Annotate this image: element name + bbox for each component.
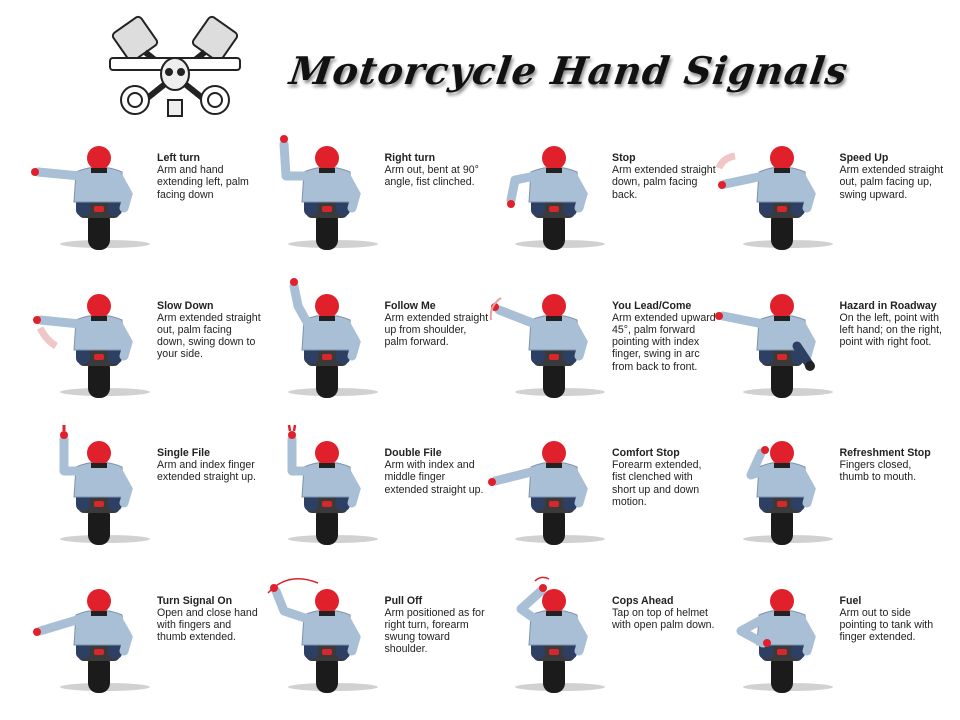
signal-description: Arm out to side pointing to tank with fi…	[839, 606, 934, 644]
signal-description: Arm out, bent at 90° angle, fist clinche…	[384, 164, 479, 189]
signal-description: Tap on top of helmet with open palm down…	[612, 606, 715, 631]
signal-name: Cops Ahead	[612, 594, 674, 607]
rider-left-out-icon	[30, 128, 160, 252]
signal-description: Arm and index finger extended straight u…	[157, 459, 256, 484]
signal-description: Arm extended straight down, palm facing …	[612, 164, 716, 201]
rider-left-out-low-open-icon	[30, 571, 160, 695]
rider-left-up-two-icon	[258, 423, 388, 547]
rider-hand-helmet-icon	[485, 571, 615, 695]
signal-description: Fingers closed, thumb to mouth.	[839, 459, 917, 484]
signal-description: Arm extended straight out, palm facing u…	[839, 164, 944, 201]
signal-description: Arm extended upward 45°, palm forward po…	[612, 311, 716, 373]
signal-description: Open and close hand with fingers and thu…	[157, 606, 258, 644]
page-title: Motorcycle Hand Signals	[286, 48, 852, 93]
signal-name: Pull Off	[384, 594, 423, 607]
signal-description: Forearm extended, fist clenched with sho…	[612, 459, 702, 508]
rider-left-out-swing-up-icon	[713, 128, 843, 252]
rider-left-45-arc-icon	[485, 276, 615, 400]
signal-name: Fuel	[839, 594, 862, 607]
rider-point-tank-icon	[713, 571, 843, 695]
rider-left-up-90-icon	[258, 128, 388, 252]
signal-name: Slow Down	[157, 299, 214, 312]
rider-left-down-icon	[485, 128, 615, 252]
rider-left-up-finger-icon	[30, 423, 160, 547]
rider-hand-mouth-icon	[713, 423, 843, 547]
signal-name: Turn Signal On	[157, 594, 233, 607]
signal-name: Double File	[384, 447, 442, 459]
signal-name: Refreshment Stop	[839, 447, 931, 459]
signal-name: Left turn	[157, 152, 200, 164]
rider-left-out-swing-down-icon	[30, 276, 160, 400]
signal-name: Right turn	[384, 152, 436, 164]
rider-left-out-low-icon	[485, 423, 615, 547]
signal-name: Comfort Stop	[612, 447, 680, 459]
signal-name: You Lead/Come	[612, 299, 692, 312]
pistons-skull-logo-icon	[109, 15, 241, 117]
rider-left-point-foot-icon	[713, 276, 843, 400]
signal-name: Stop	[612, 152, 636, 164]
signal-name: Speed Up	[839, 152, 889, 164]
rider-left-up-arc-icon	[258, 571, 388, 695]
signal-description: On the left, point with left hand; on th…	[839, 311, 942, 349]
rider-left-straight-up-icon	[258, 276, 388, 400]
signal-name: Single File	[157, 447, 210, 459]
signal-name: Hazard in Roadway	[839, 299, 937, 312]
signal-description: Arm positioned as for right turn, forear…	[384, 606, 485, 656]
signal-description: Arm and hand extending left, palm facing…	[157, 164, 249, 201]
signal-name: Follow Me	[384, 299, 436, 312]
signal-description: Arm extended straight up from shoulder, …	[384, 311, 489, 349]
signal-description: Arm with index and middle finger extende…	[384, 459, 484, 496]
signal-description: Arm extended straight out, palm facing d…	[157, 311, 261, 361]
